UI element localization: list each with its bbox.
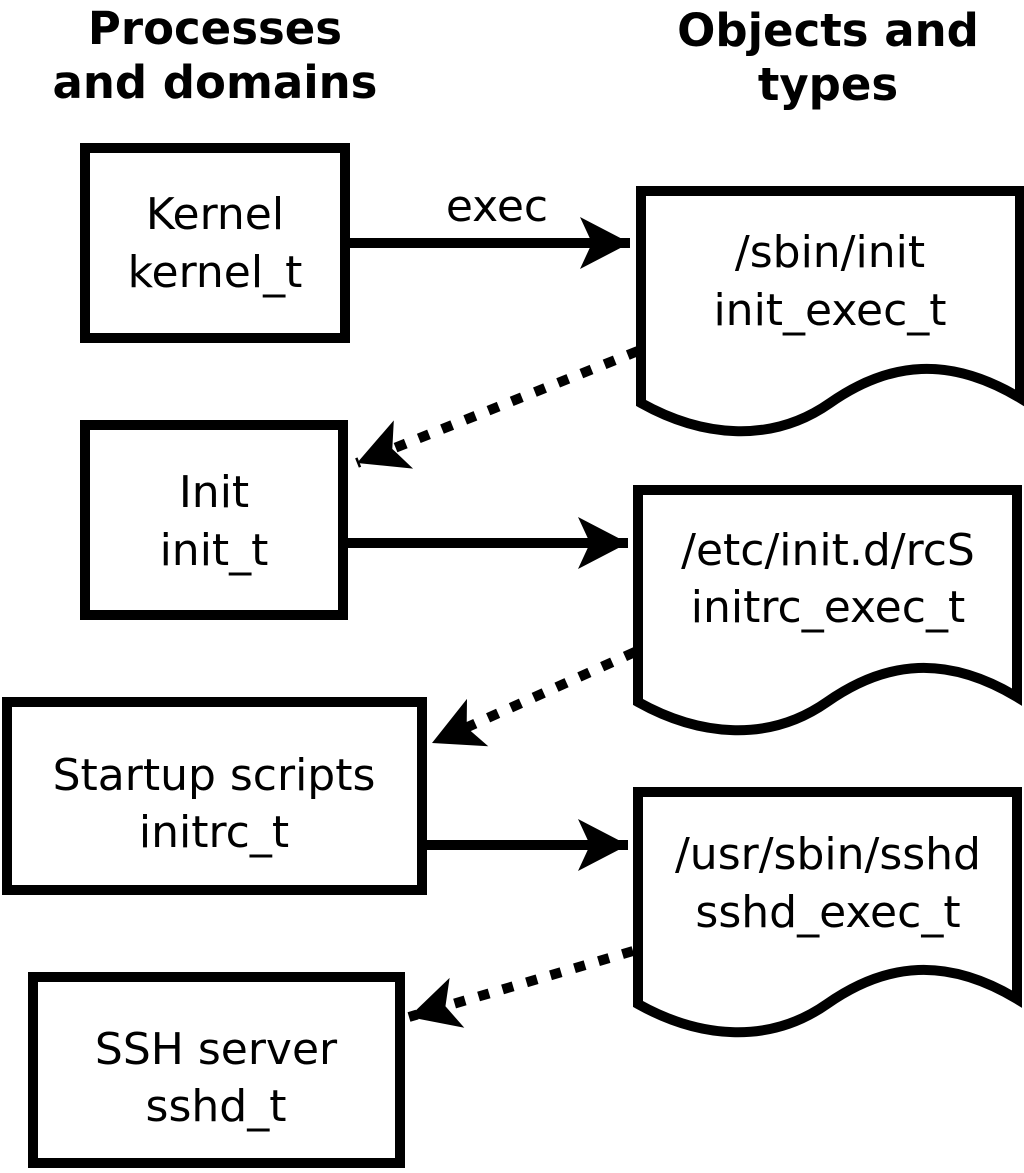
sbin-init-type-label: init_exec_t xyxy=(713,285,946,336)
startup-scripts-box-outline xyxy=(2,697,427,895)
object-doc-usr-sbin-sshd: /usr/sbin/sshd sshd_exec_t xyxy=(633,787,1022,1038)
kernel-box-domain: kernel_t xyxy=(128,247,303,298)
column-header-objects-and-types: Objects and types xyxy=(677,4,979,111)
kernel-box-outline xyxy=(80,143,350,343)
transition-arrow-sshd-exec-to-ssh-server xyxy=(407,946,635,1028)
process-box-init: Init init_t xyxy=(80,420,348,620)
process-box-startup-scripts: Startup scripts initrc_t xyxy=(2,697,427,895)
init-box-outline xyxy=(80,420,348,620)
objects-header-line2: types xyxy=(758,58,898,111)
ssh-server-box-label: SSH server xyxy=(95,1024,338,1075)
document-shape-sbin-init xyxy=(636,186,1024,437)
startup-scripts-box-domain: initrc_t xyxy=(139,807,289,858)
objects-header-line1: Objects and xyxy=(677,4,979,57)
transition-arrow-init-exec-to-init xyxy=(355,346,640,469)
rcs-type-label: initrc_exec_t xyxy=(691,582,965,633)
object-doc-sbin-init: /sbin/init init_exec_t xyxy=(636,186,1024,437)
sshd-type-label: sshd_exec_t xyxy=(695,887,960,938)
processes-header-line2: and domains xyxy=(53,56,378,109)
processes-header-line1: Processes xyxy=(88,2,342,55)
startup-scripts-box-label: Startup scripts xyxy=(53,750,376,801)
transition-arrow-initrc-exec-to-startup-scripts xyxy=(429,647,638,748)
init-box-label: Init xyxy=(179,467,249,518)
process-box-ssh-server: SSH server sshd_t xyxy=(28,972,405,1168)
kernel-box-label: Kernel xyxy=(146,189,284,240)
sbin-init-path-label: /sbin/init xyxy=(735,227,925,278)
sshd-path-label: /usr/sbin/sshd xyxy=(675,829,981,880)
ssh-server-box-outline xyxy=(28,972,405,1168)
rcs-path-label: /etc/init.d/rcS xyxy=(681,525,975,576)
process-box-kernel: Kernel kernel_t xyxy=(80,143,350,343)
column-header-processes-and-domains: Processes and domains xyxy=(53,2,378,109)
init-box-domain: init_t xyxy=(160,525,269,576)
ssh-server-box-domain: sshd_t xyxy=(146,1081,287,1132)
document-shape-etc-initd-rcs xyxy=(633,485,1022,736)
document-shape-usr-sbin-sshd xyxy=(633,787,1022,1038)
exec-arrow-label: exec xyxy=(446,181,548,232)
object-doc-etc-initd-rcs: /etc/init.d/rcS initrc_exec_t xyxy=(633,485,1022,736)
